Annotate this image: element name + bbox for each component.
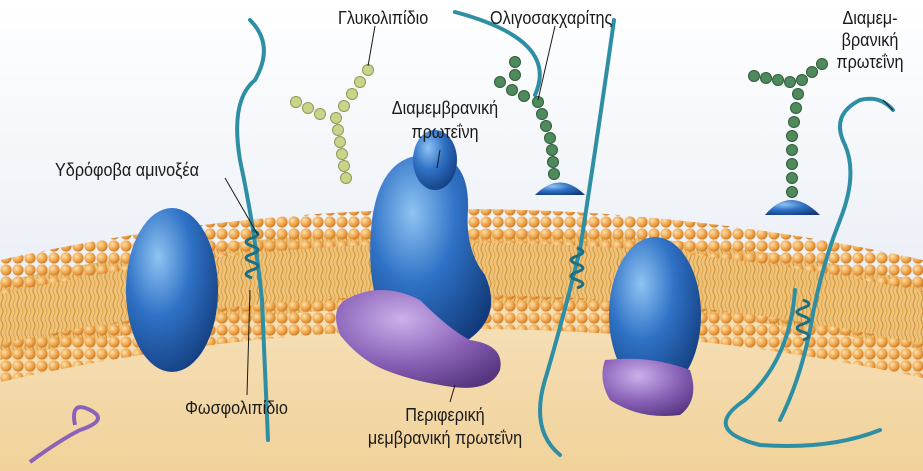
label-peripheral-1: Περιφερική [360, 405, 531, 426]
label-transmembrane-right-2: βρανική [834, 30, 906, 51]
label-transmembrane-right-3: πρωτεΐνη [834, 52, 906, 73]
label-oligosaccharides: Ολιγοσακχαρίτης [490, 8, 612, 29]
label-transmembrane-center-1: Διαμεμβρανική [387, 98, 504, 119]
channel-protein-left [126, 208, 218, 372]
label-hydrophobic-amino-acids: Υδρόφοβα αμινοξέα [55, 160, 199, 181]
label-peripheral-2: μεμβρανική πρωτεΐνη [351, 428, 540, 449]
label-glycolipid: Γλυκολιπίδιο [338, 8, 428, 29]
label-transmembrane-right-1: Διαμεμ- [834, 8, 906, 29]
label-transmembrane-center-2: πρωτεΐνη [387, 122, 504, 143]
label-phospholipid: Φωσφολιπίδιο [185, 398, 288, 419]
